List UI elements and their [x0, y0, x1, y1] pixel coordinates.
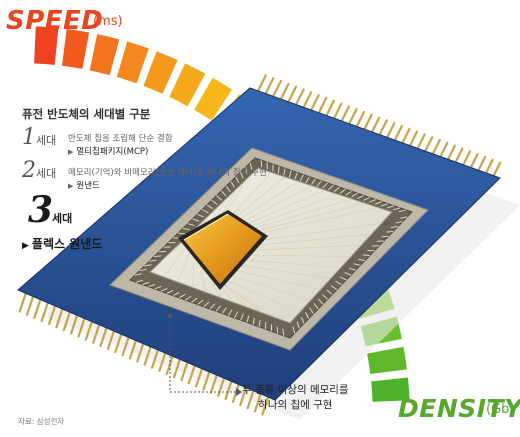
chip-pin: [400, 127, 411, 146]
chip-pin: [261, 395, 270, 416]
chip-pin: [264, 77, 275, 96]
chip-pin: [415, 133, 426, 152]
generation-1-item-text: 멀티칩패키지(MCP): [76, 147, 149, 157]
arc-segment: [143, 51, 178, 94]
generation-2-item: ▶원낸드: [68, 179, 100, 191]
generation-1-label: 1세대: [22, 127, 56, 149]
generation-3-item: ▶플렉스 원낸드: [22, 235, 102, 252]
callout-leader: [169, 316, 236, 393]
chip-pin: [286, 85, 298, 104]
triangle-bullet-icon: ▶: [22, 241, 29, 251]
generation-2-label: 2세대: [22, 160, 56, 182]
chip-pin: [309, 93, 320, 113]
callout-line-2: 하나의 칩에 구현: [258, 399, 333, 411]
density-axis-label: DENSITY: [398, 394, 520, 423]
chip-pin: [114, 332, 123, 354]
chip-pin: [77, 317, 86, 338]
chip-pin: [339, 105, 351, 124]
arc-segment: [62, 29, 90, 69]
chip-pin: [180, 361, 189, 382]
chip-pin: [332, 102, 343, 121]
chip-pin: [294, 88, 305, 107]
generation-2-number: 2: [22, 158, 36, 183]
chip-pin: [136, 342, 145, 363]
chip-pin: [217, 376, 226, 397]
chip-pin: [84, 320, 93, 341]
chip-pin: [271, 79, 283, 99]
chip-pin: [279, 82, 290, 101]
callout-text: 두 종류 이상의 메모리를 하나의 칩에 구현: [242, 383, 349, 413]
chip-pin: [423, 136, 434, 155]
density-axis-unit: (Gb): [486, 402, 515, 417]
chip-pin: [385, 122, 396, 141]
chip-pin: [128, 339, 138, 360]
chip-pin: [99, 326, 108, 347]
arc-segment: [34, 26, 59, 65]
generation-3-number: 3: [28, 189, 54, 231]
chip-pin: [253, 392, 263, 413]
chip-pin: [18, 292, 27, 313]
chip-pin: [377, 119, 388, 138]
triangle-bullet-icon: ▶: [68, 182, 74, 190]
chip-pin: [70, 314, 79, 335]
generation-2-suffix: 세대: [36, 167, 57, 180]
generation-1-item: ▶멀티칩패키지(MCP): [68, 145, 148, 157]
chip-pin: [92, 323, 101, 344]
chip-pin: [158, 351, 167, 372]
triangle-bullet-icon: ▶: [68, 148, 74, 156]
chip-pin: [62, 311, 71, 332]
chip-pin: [231, 382, 241, 404]
speed-axis-unit: (ms): [93, 14, 123, 29]
generation-2-description: 메모리(기억)와 비메모리(연산 제어)를 하나의 칩에 구현: [68, 168, 267, 178]
chip-pin: [362, 113, 373, 132]
chip-pin: [392, 124, 404, 144]
chip-pin: [187, 364, 196, 385]
chip-pin: [256, 74, 267, 93]
chip-cavity: [149, 167, 393, 324]
chip-pin: [121, 336, 130, 357]
generation-1-description: 반도체 칩을 조립해 단순 결합: [68, 134, 173, 144]
chip-pin: [202, 370, 211, 391]
source-credit: 자료: 삼성전자: [18, 417, 65, 426]
generation-1-suffix: 세대: [36, 134, 57, 147]
chip-pin: [40, 301, 49, 323]
arc-segment: [116, 41, 149, 84]
chip-pin: [33, 298, 42, 319]
callout-line-1: 두 종류 이상의 메모리를: [242, 384, 349, 396]
generation-3-item-text: 플렉스 원낸드: [31, 237, 103, 251]
chip-pin: [347, 108, 358, 127]
arc-segment: [367, 346, 407, 374]
chip-pin: [354, 110, 366, 130]
arc-segment: [371, 377, 410, 402]
arc-segment: [169, 63, 206, 107]
chip-pin: [195, 367, 204, 388]
chip-pin: [317, 96, 328, 116]
chip-pin: [246, 389, 255, 410]
chip-pin: [370, 116, 381, 135]
generation-3-suffix: 세대: [52, 212, 73, 225]
generation-2-item-text: 원낸드: [76, 181, 100, 191]
generation-1-number: 1: [22, 125, 36, 150]
chip-pin: [150, 348, 160, 369]
chip-pin: [407, 130, 419, 149]
chip-pin: [209, 373, 218, 394]
chip-pin: [47, 304, 57, 326]
chip-die: [184, 214, 262, 284]
chip-pin: [106, 329, 116, 351]
arc-segment: [194, 77, 232, 121]
chip-pin: [25, 295, 35, 316]
speed-axis-label: SPEED: [6, 6, 104, 36]
section-heading: 퓨전 반도체의 세대별 구분: [22, 107, 151, 121]
chip-pin: [172, 357, 182, 379]
arc-segment: [89, 34, 120, 76]
chip-pin: [224, 379, 233, 400]
chip-pin: [302, 91, 313, 110]
chip-pin: [239, 385, 248, 407]
chip-pin: [324, 99, 335, 118]
chip-pins: [18, 74, 502, 416]
chip-pin: [143, 345, 152, 366]
chip-pin: [55, 308, 64, 329]
